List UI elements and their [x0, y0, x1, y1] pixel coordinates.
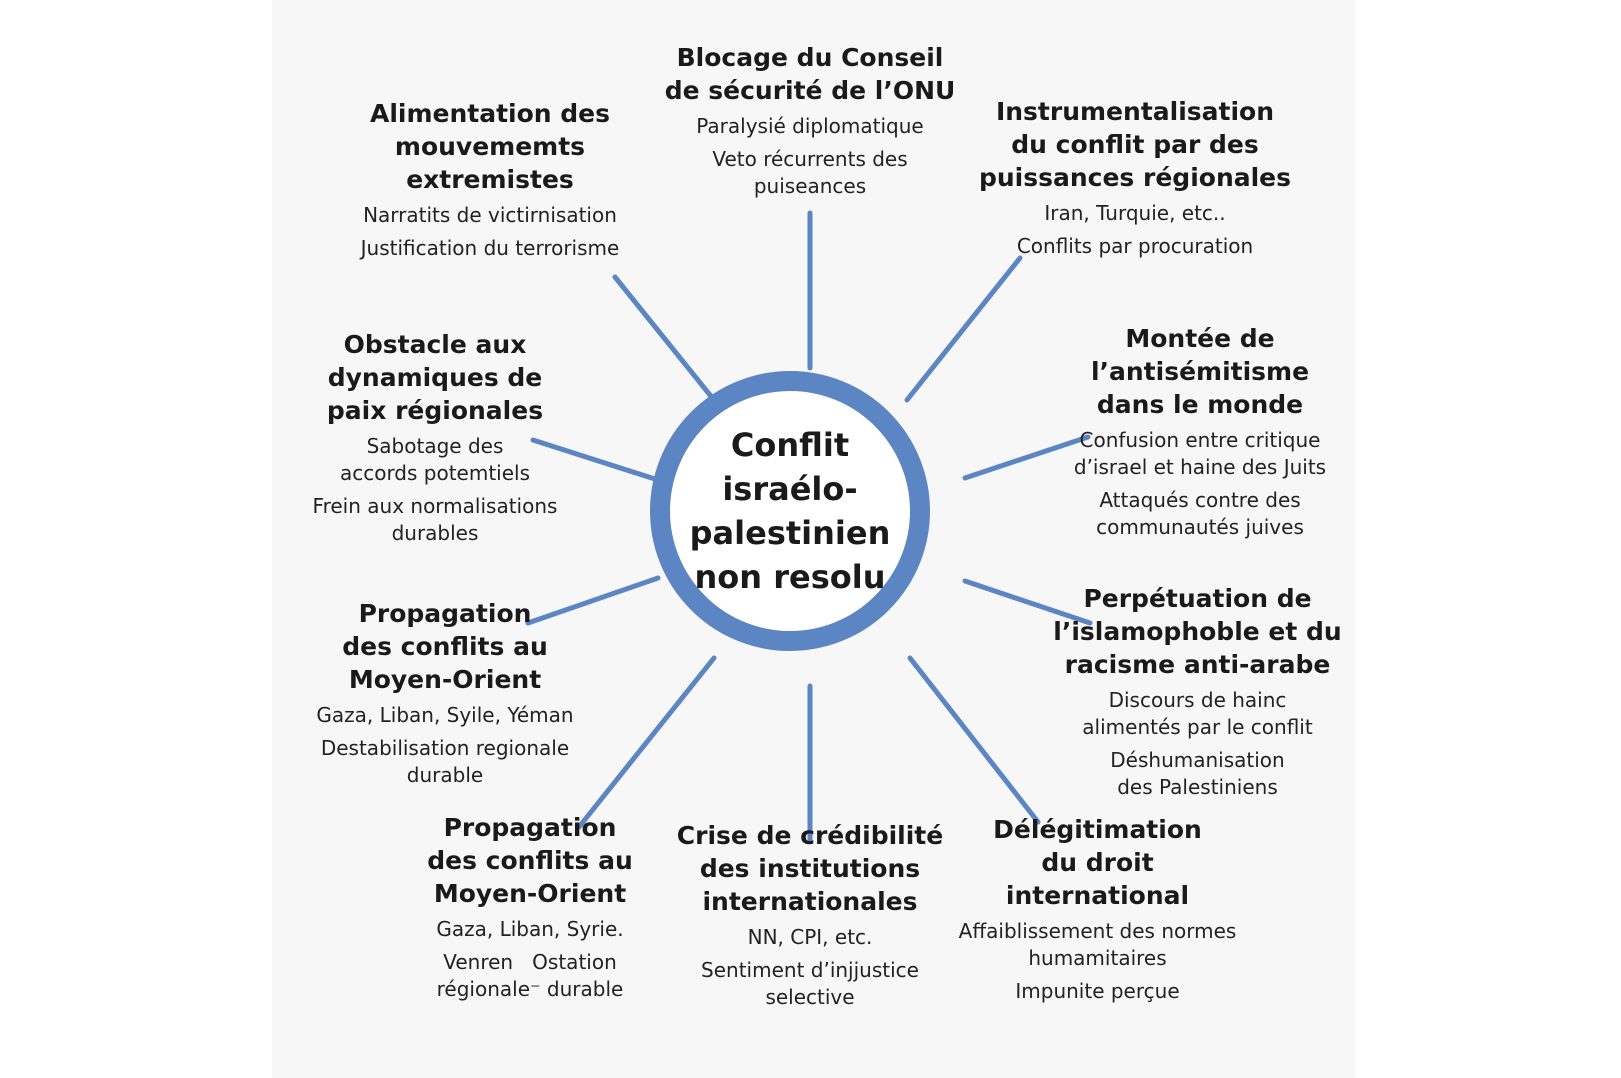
node-detail: Attaqués contre des communautés juives [1096, 488, 1304, 539]
node-extremist-movements: Alimentation des mouvememts extremistes … [340, 97, 640, 262]
node-detail: NN, CPI, etc. [747, 925, 873, 949]
central-line-2: israélo-palestinien [689, 470, 891, 552]
node-conflict-spread-bottom: Propagation des conflits au Moyen-Orient… [400, 811, 660, 1003]
ray-left-lower [525, 575, 661, 626]
node-detail: Conflits par procuration [1016, 234, 1254, 258]
node-detail: Gaza, Liban, Syile, Yéman [316, 703, 574, 727]
node-detail: Veto récurrents des puiseances [712, 147, 908, 198]
node-detail: Frein aux normalisations durables [312, 494, 558, 545]
ray-right-lower [962, 578, 1093, 626]
node-international-law: Délégitimation du droit international Af… [940, 813, 1255, 1005]
node-detail: Confusion entre critique d’israel et hai… [1073, 428, 1327, 479]
node-detail: Sentiment d’injjustice selective [701, 958, 919, 1009]
node-detail: Paralysié diplomatique [696, 114, 924, 138]
node-regional-powers: Instrumentalisation du conflit par des p… [975, 95, 1295, 260]
node-detail: Discours de hainc alimentés par le confl… [1082, 688, 1313, 739]
node-title: Délégitimation du droit international [993, 815, 1202, 910]
node-detail: Venren Ostation régionale⁻ durable [436, 950, 624, 1001]
central-line-1: Conflit [730, 426, 850, 464]
central-topic-title: Conflit israélo-palestinien non resolu [670, 423, 910, 599]
node-detail: Affaiblissement des normes humamitaires [958, 919, 1237, 970]
node-detail: Justification du terrorisme [360, 236, 620, 260]
node-antisemitism: Montée de l’antisémitisme dans le monde … [1050, 322, 1350, 541]
node-institutions-credibility: Crise de crédibilité des institutions in… [660, 819, 960, 1011]
node-title: Instrumentalisation du conflit par des p… [978, 97, 1292, 192]
node-detail: Iran, Turquie, etc.. [1044, 201, 1226, 225]
ray-left-upper [530, 437, 661, 483]
central-topic: Conflit israélo-palestinien non resolu [650, 371, 930, 651]
central-line-3: non resolu [694, 558, 886, 596]
node-islamophobia: Perpétuation de l’islamophoble et du rac… [1045, 582, 1350, 801]
ray-top-right [904, 255, 1023, 403]
node-detail: Gaza, Liban, Syrie. [436, 917, 624, 941]
node-regional-peace-obstacle: Obstacle aux dynamiques de paix régional… [300, 328, 570, 547]
node-title: Propagation des conflits au Moyen-Orient [342, 599, 548, 694]
node-detail: Sabotage des accords potemtiels [339, 434, 531, 485]
node-detail: Destabilisation regionale durable [320, 736, 570, 787]
node-title: Obstacle aux dynamiques de paix régional… [326, 330, 544, 425]
node-title: Alimentation des mouvememts extremistes [369, 99, 611, 194]
node-detail: Impunite perçue [1015, 979, 1180, 1003]
node-detail: Déshumanisation des Palestiniens [1110, 748, 1285, 799]
node-title: Blocage du Conseil de sécurité de l’ONU [664, 43, 956, 105]
node-detail: Narratits de victirnisation [363, 203, 617, 227]
node-title: Montée de l’antisémitisme dans le monde [1090, 324, 1310, 419]
ray-top-left [612, 274, 717, 403]
ray-bottom-left [576, 655, 717, 830]
node-un-security-council: Blocage du Conseil de sécurité de l’ONU … [650, 41, 970, 200]
node-title: Propagation des conflits au Moyen-Orient [427, 813, 633, 908]
ray-right-upper [962, 434, 1091, 481]
node-title: Perpétuation de l’islamophoble et du rac… [1053, 584, 1342, 679]
node-title: Crise de crédibilité des institutions in… [676, 821, 944, 916]
ray-bottom-right [907, 655, 1041, 825]
node-conflict-spread-left: Propagation des conflits au Moyen-Orient… [305, 597, 585, 789]
